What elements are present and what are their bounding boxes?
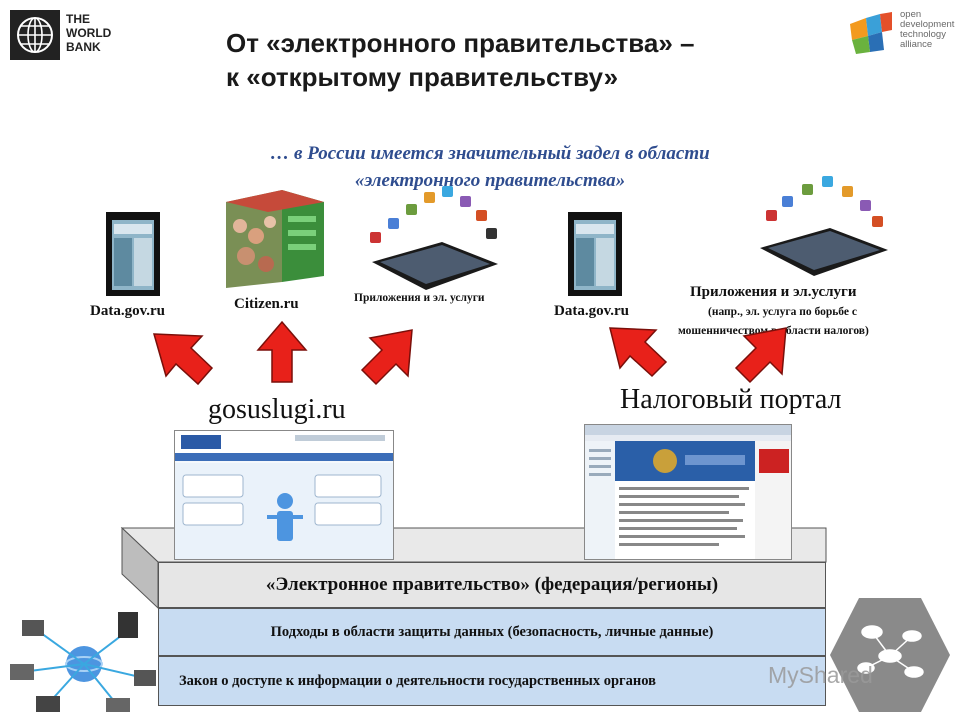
tablet-apps-right (760, 176, 888, 276)
app-icon (842, 186, 853, 197)
subtitle-line: «электронного правительства» (354, 170, 626, 191)
wordmark-line: BANK (66, 40, 101, 54)
layer-data-protection: Подходы в области защиты данных (безопас… (158, 608, 826, 656)
world-bank-wordmark: THE WORLD BANK (66, 12, 111, 54)
app-icon (802, 184, 813, 195)
tablet-apps-left (370, 186, 498, 290)
label-apps-left: Приложения и эл. услуги (354, 292, 485, 304)
tax-portal-screenshot-art (585, 425, 791, 559)
wordmark-line: THE (66, 12, 90, 26)
subtitle-line: … в России имеется значительный задел в … (270, 143, 710, 164)
oda-logo: open development technology alliance (842, 4, 958, 56)
tax-portal-screenshot (584, 424, 792, 560)
network-icon (10, 612, 156, 712)
label-datagov-left: Data.gov.ru (90, 303, 165, 319)
layer-egov: «Электронное правительство» (федерация/р… (158, 562, 826, 608)
oda-wordmark: open development technology alliance (900, 10, 954, 50)
app-icon (486, 228, 497, 239)
oda-line: alliance (900, 39, 933, 50)
arrow-up-right-2 (734, 327, 787, 384)
app-icon (872, 216, 883, 227)
oda-logo-icon (850, 12, 892, 54)
oda-line: development (900, 19, 955, 30)
app-icon (424, 192, 435, 203)
world-bank-globe-icon (10, 10, 60, 60)
app-icon (766, 210, 777, 221)
app-icon (822, 176, 833, 187)
title-line: к «открытому правительству» (226, 62, 619, 92)
watermark: MyShared (768, 662, 873, 688)
label-gosuslugi: gosuslugi.ru (208, 394, 346, 425)
subtitle: … в России имеется значительный задел в … (200, 140, 780, 194)
page-title: От «электронного правительства» – к «отк… (226, 26, 695, 94)
label-citizen: Citizen.ru (234, 296, 299, 312)
app-icon (860, 200, 871, 211)
arrow-up-left-1 (152, 333, 214, 386)
gosuslugi-screenshot-art (175, 431, 393, 559)
world-bank-logo: THE WORLD BANK (10, 10, 120, 60)
app-icon (442, 186, 453, 197)
gosuslugi-screenshot (174, 430, 394, 560)
layer-access-law: Закон о доступе к информации о деятельно… (158, 656, 826, 706)
app-icon (406, 204, 417, 215)
app-icon (388, 218, 399, 229)
wordmark-line: WORLD (66, 26, 112, 40)
app-icon (460, 196, 471, 207)
datagov-thumbnail-right (568, 212, 622, 296)
label-tax-portal: Налоговый портал (620, 384, 842, 415)
arrow-up-center (256, 320, 308, 383)
arrow-up-left-2 (609, 327, 668, 378)
title-line: От «электронного правительства» – (226, 28, 695, 58)
app-icon (782, 196, 793, 207)
oda-line: open (900, 9, 922, 20)
label-apps-right-note-1: (напр., эл. услуга по борьбе с (708, 306, 857, 318)
oda-line: technology (900, 29, 946, 40)
arrow-up-right-1 (360, 329, 413, 386)
app-icon (476, 210, 487, 221)
datagov-thumbnail-left (106, 212, 160, 296)
label-apps-right-title: Приложения и эл.услуги (690, 284, 857, 300)
app-icon (370, 232, 381, 243)
hexagon-badge-icon (830, 598, 950, 712)
label-datagov-right: Data.gov.ru (554, 303, 629, 319)
citizen-cube-image (226, 190, 324, 288)
